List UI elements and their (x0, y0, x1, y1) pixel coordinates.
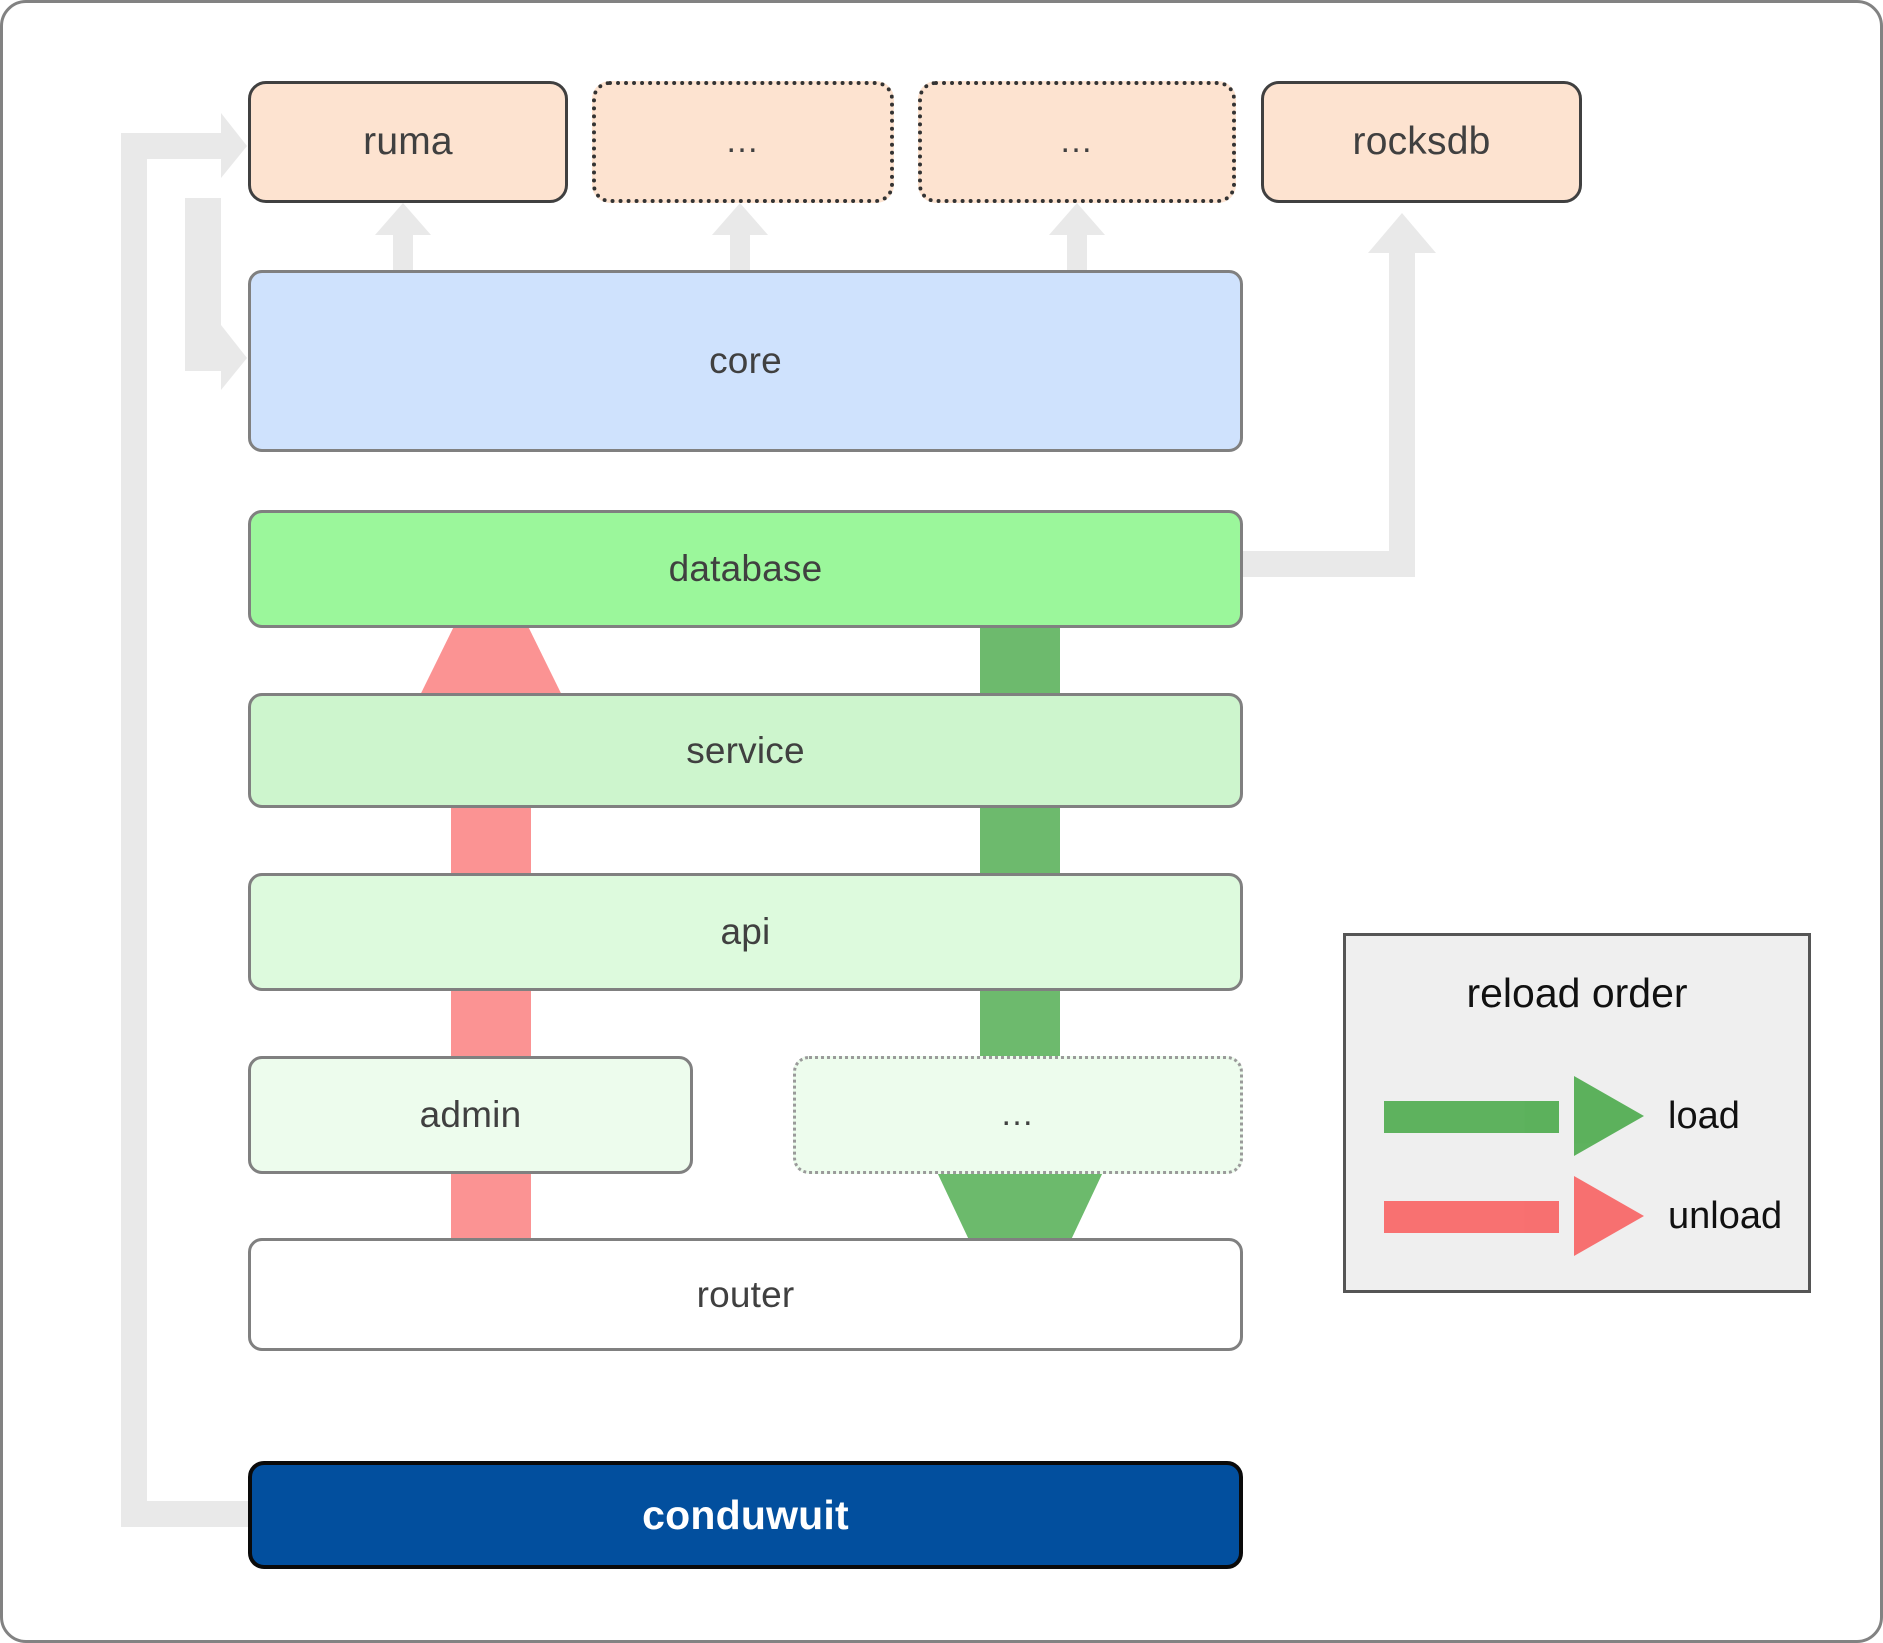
legend-reload-order: reload order load unload (1343, 933, 1811, 1293)
layer-label: router (696, 1273, 795, 1315)
dependency-placeholder-2[interactable]: … (918, 81, 1236, 203)
layer-api[interactable]: api (248, 873, 1243, 991)
layer-label: admin (419, 1094, 522, 1135)
legend-title: reload order (1466, 970, 1688, 1016)
dependency-label: rocksdb (1352, 120, 1491, 163)
connector-branch-ruma (121, 133, 221, 159)
legend-unload-label: unload (1668, 1195, 1783, 1237)
layer-database[interactable]: database (248, 510, 1243, 628)
layer-core[interactable]: core (248, 270, 1243, 452)
connector-arrowheads (221, 113, 1436, 1348)
layer-service[interactable]: service (248, 693, 1243, 808)
binary-label: conduwuit (642, 1491, 849, 1538)
layer-label: … (1000, 1095, 1036, 1134)
legend-load-label: load (1668, 1095, 1740, 1137)
connector-db-to-rocksdb-vertical (1389, 253, 1415, 575)
binary-conduwuit[interactable]: conduwuit (248, 1461, 1243, 1569)
layer-label: core (709, 340, 782, 381)
layer-label: service (686, 729, 805, 771)
dependency-rocksdb[interactable]: rocksdb (1261, 81, 1582, 203)
dependency-label: … (1059, 122, 1095, 161)
connector-db-to-rocksdb-horizontal (1235, 551, 1415, 577)
legend-unload-arrow-icon (1384, 1176, 1644, 1256)
layer-admin[interactable]: admin (248, 1056, 693, 1174)
connector-left-trunk (121, 133, 147, 1527)
legend-load-arrow-icon (1384, 1076, 1644, 1156)
layer-label: database (668, 548, 823, 589)
dependency-label: ruma (363, 120, 453, 163)
layer-placeholder[interactable]: … (793, 1056, 1243, 1174)
connector-branch-core-arm (185, 345, 221, 371)
layer-label: api (720, 911, 771, 952)
layer-router[interactable]: router (248, 1238, 1243, 1351)
dependency-placeholder-1[interactable]: … (592, 81, 894, 203)
dependency-ruma[interactable]: ruma (248, 81, 568, 203)
connector-left-bottom-stub (121, 1501, 251, 1527)
dependency-label: … (725, 122, 761, 161)
connector-branch-core (185, 198, 221, 358)
